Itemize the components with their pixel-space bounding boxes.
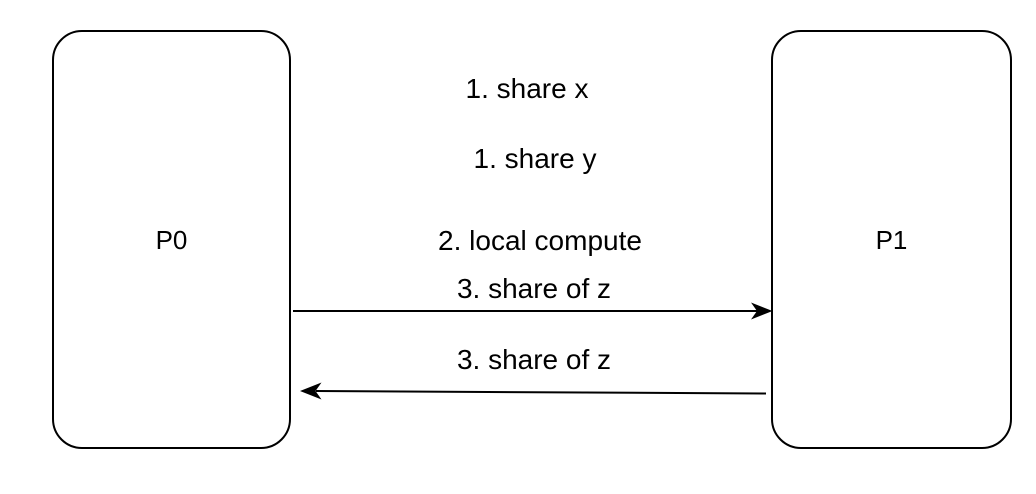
arrow-left-head-icon xyxy=(300,382,322,400)
arrow-right-head-icon xyxy=(751,302,773,320)
node-p1-label: P1 xyxy=(875,224,908,255)
label-step-share-x: 1. share x xyxy=(465,72,589,104)
node-p1: P1 xyxy=(771,30,1012,449)
label-step-local-compute: 2. local compute xyxy=(438,224,642,256)
arrow-p1-to-p0 xyxy=(300,382,767,400)
arrow-p0-to-p1-label: 3. share of z xyxy=(456,272,612,304)
arrow-p1-to-p0-label: 3. share of z xyxy=(456,343,612,375)
label-step-share-y: 1. share y xyxy=(473,142,597,174)
node-p0: P0 xyxy=(52,30,291,449)
node-p0-label: P0 xyxy=(155,224,188,255)
